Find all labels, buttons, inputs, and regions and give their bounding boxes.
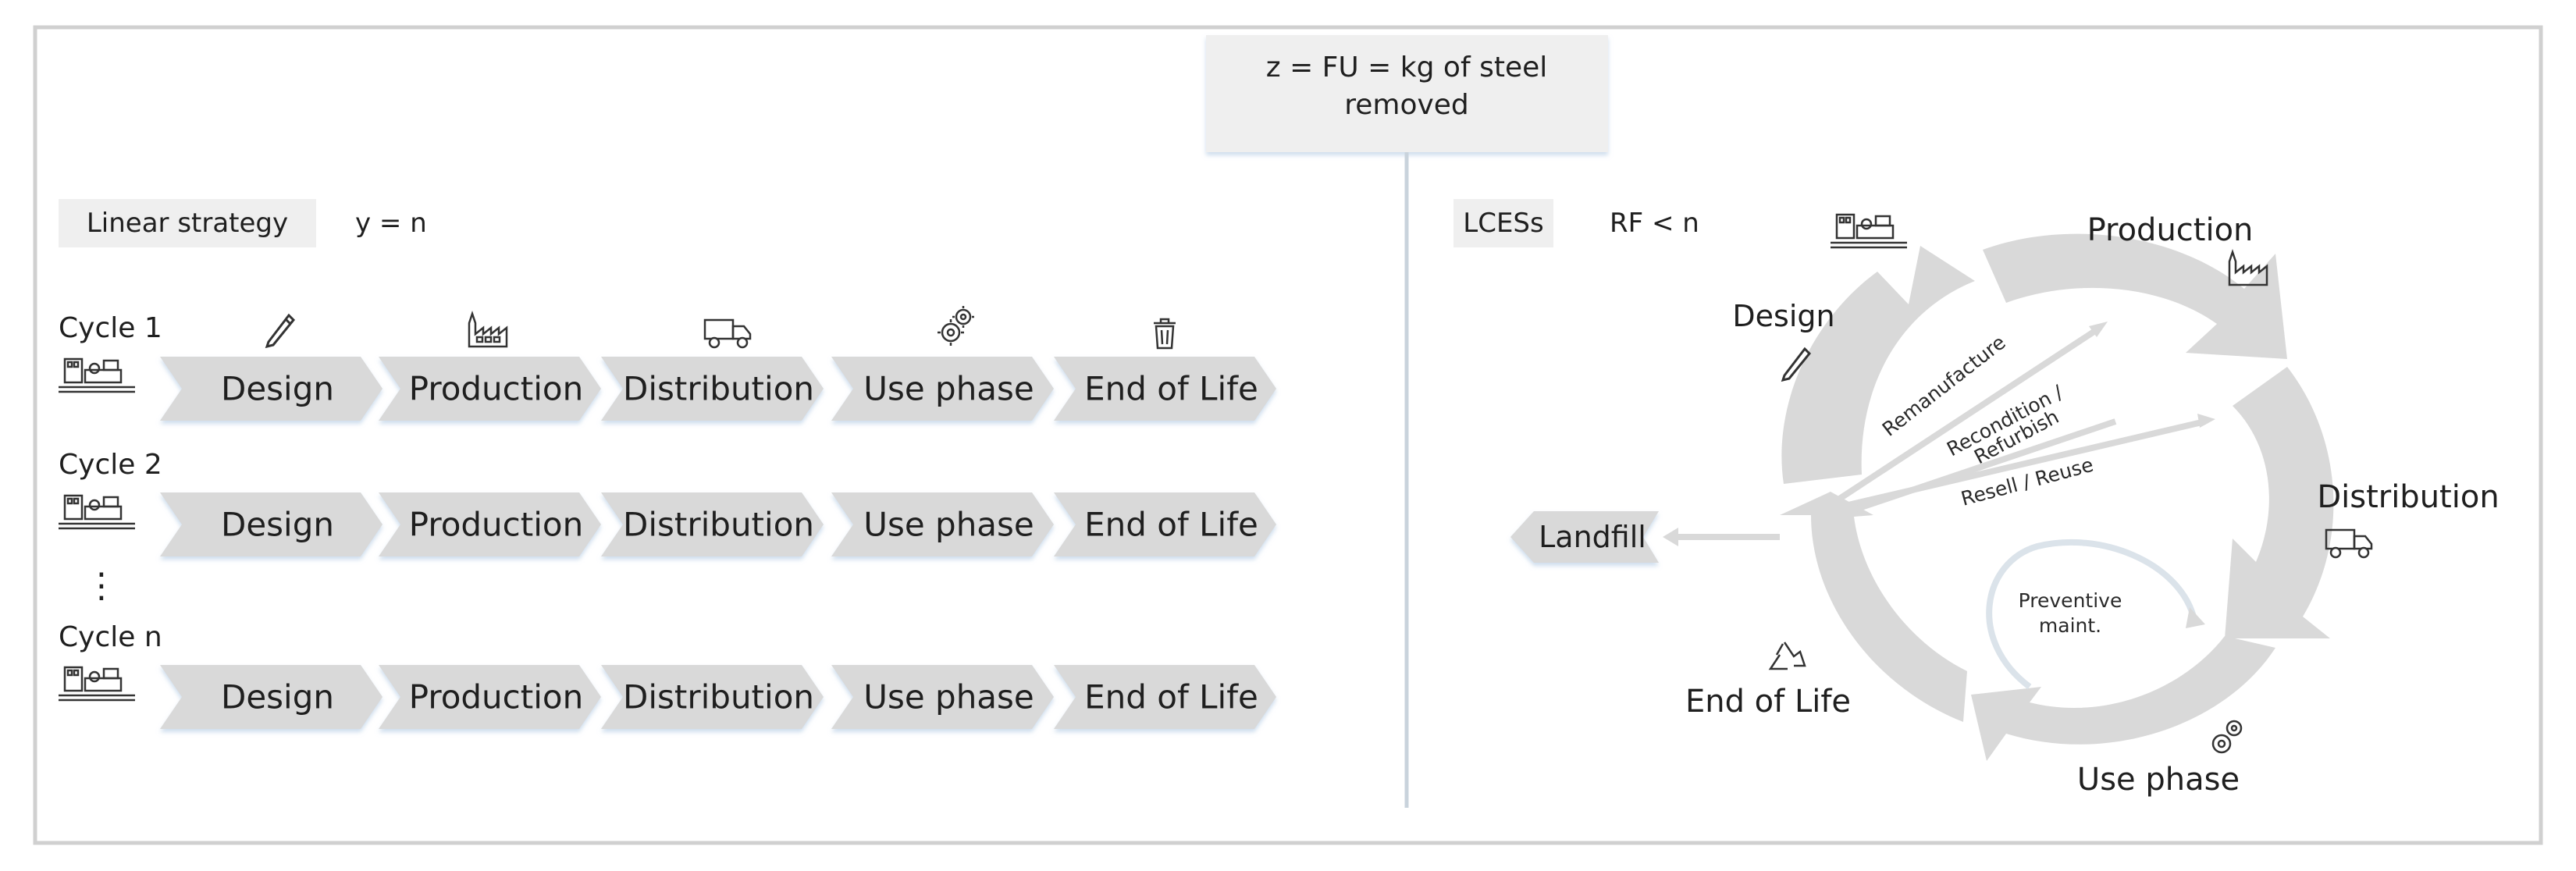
stage-chevron [379, 492, 601, 556]
lces-gears-icon [2211, 720, 2243, 754]
recondition-arrowhead [2197, 414, 2215, 428]
ring-segment-end-of-life [1780, 492, 1967, 722]
cycle-1-label: Cycle 1 [59, 312, 162, 344]
lces-pencil-icon [1781, 347, 1812, 382]
landfill-arrowhead [1663, 528, 1678, 546]
stage-chevron [601, 357, 824, 421]
cycle-row-1: Design Production Distribution Use phase End… [160, 357, 1276, 421]
stage-label: End of Life [1084, 678, 1258, 716]
ring-segment-use-phase [1971, 636, 2275, 761]
stage-chevron [1054, 665, 1276, 729]
lces-label-box [1453, 199, 1553, 247]
cycle-n-label: Cycle n [59, 621, 162, 653]
machine-icon-cycle-n [59, 666, 135, 702]
stage-label: Production [409, 506, 583, 544]
lces-distribution-label: Distribution [2317, 479, 2499, 515]
linear-strategy-label: Linear strategy [87, 208, 288, 239]
remanufacture-arrowhead [2089, 322, 2108, 337]
lces-machine-icon [1831, 213, 1907, 249]
preventive-maintenance-loop [1986, 539, 2197, 690]
lces-use-phase-label: Use phase [2077, 762, 2240, 798]
stage-chevron [831, 357, 1054, 421]
resell-arrow [1837, 418, 2117, 518]
lces-truck-icon [2325, 528, 2373, 559]
lces-cycle-ring [1780, 233, 2334, 761]
linear-strategy-label-box [59, 199, 316, 247]
functional-unit-line2: removed [1344, 89, 1469, 121]
stage-chevron [160, 665, 382, 729]
preventive-label-line2: maint. [2039, 614, 2101, 637]
stage-chevron [831, 665, 1054, 729]
stage-label: Use phase [863, 678, 1034, 716]
remanufacture-arrow [1836, 325, 2102, 503]
lces-design-label: Design [1732, 299, 1834, 333]
preventive-maintenance-arrowhead [2186, 607, 2205, 628]
stage-label: Distribution [623, 678, 814, 716]
functional-unit-box [1206, 35, 1608, 152]
preventive-label-line1: Preventive [2019, 589, 2122, 612]
functional-unit-line1: z = FU = kg of steel [1266, 52, 1548, 84]
stage-chevron [379, 665, 601, 729]
stage-label: End of Life [1084, 370, 1258, 408]
landfill-label: Landfill [1539, 520, 1646, 554]
lces-recycle-icon [1768, 642, 1806, 670]
cycle-ellipsis: ⋮ [84, 566, 119, 606]
lces-production-label: Production [2087, 212, 2254, 248]
trash-icon [1154, 318, 1176, 350]
stage-label: Distribution [623, 370, 814, 408]
cycle-2-label: Cycle 2 [59, 449, 162, 481]
cycle-row-2: Design Production Distribution Use phase End… [160, 492, 1276, 556]
lces-formula: RF < n [1610, 208, 1699, 239]
gears-icon [938, 306, 974, 346]
ring-segment-distribution [2225, 367, 2334, 638]
cycle-row-3: Design Production Distribution Use phase End… [160, 665, 1276, 729]
landfill-box [1510, 511, 1659, 563]
stage-chevron [160, 492, 382, 556]
outer-frame [33, 25, 2543, 845]
stage-label: Use phase [863, 506, 1034, 544]
stage-chevron [831, 492, 1054, 556]
stage-label: Production [409, 370, 583, 408]
stage-label: Design [221, 678, 334, 716]
machine-icon-cycle-2 [59, 494, 135, 530]
linear-formula: y = n [355, 208, 427, 239]
stage-label: Distribution [623, 506, 814, 544]
lces-label: LCESs [1463, 208, 1543, 239]
stage-chevron [601, 492, 824, 556]
ring-segment-design [1781, 246, 1975, 484]
pencil-icon [265, 313, 296, 349]
stage-label: Design [221, 370, 334, 408]
strategy-arrows [1663, 322, 2215, 546]
stage-chevron [160, 357, 382, 421]
stage-label: End of Life [1084, 506, 1258, 544]
stage-label: Use phase [863, 370, 1034, 408]
stage-chevron [1054, 357, 1276, 421]
truck-icon [703, 318, 752, 349]
machine-icon-cycle-1 [59, 357, 135, 393]
factory-icon [468, 311, 508, 348]
stage-chevron [1054, 492, 1276, 556]
stage-label: Design [221, 506, 334, 544]
stage-chevron [601, 665, 824, 729]
lces-factory-icon [2228, 249, 2268, 286]
ring-segment-production [1983, 233, 2287, 359]
stage-chevron [379, 357, 601, 421]
lces-end-of-life-label: End of Life [1685, 684, 1851, 720]
stage-label: Production [409, 678, 583, 716]
